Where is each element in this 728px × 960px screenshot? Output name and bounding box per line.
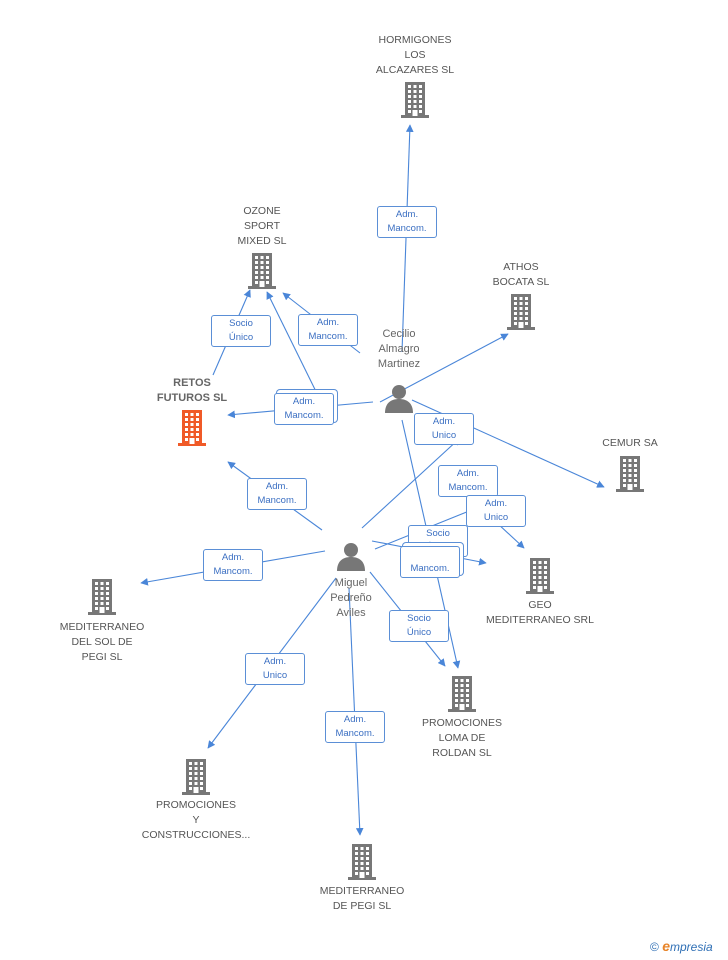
building-icon[interactable] bbox=[399, 82, 431, 123]
relationship-badge[interactable]: Adm. Mancom. bbox=[298, 314, 358, 346]
company-label-medsol[interactable]: MEDITERRANEO DEL SOL DE PEGI SL bbox=[59, 621, 145, 663]
building-icon[interactable] bbox=[446, 676, 478, 717]
relationship-badge[interactable]: Adm. Unico bbox=[245, 653, 305, 685]
company-label-athos[interactable]: ATHOS BOCATA SL bbox=[492, 261, 550, 288]
relationship-badge[interactable]: Adm. Mancom. bbox=[203, 549, 263, 581]
person-icon[interactable] bbox=[336, 541, 366, 576]
company-label-cemur[interactable]: CEMUR SA bbox=[602, 437, 658, 449]
company-label-geo[interactable]: GEO MEDITERRANEO SRL bbox=[486, 599, 594, 626]
building-icon[interactable] bbox=[524, 558, 556, 599]
copyright-symbol: © bbox=[650, 940, 659, 954]
building-icon[interactable] bbox=[505, 294, 537, 335]
relationship-badge[interactable]: Socio Único bbox=[211, 315, 271, 347]
person-label-cecilio[interactable]: Cecilio Almagro Martinez bbox=[377, 328, 421, 370]
brand-initial: e bbox=[662, 938, 670, 954]
relationship-badge[interactable]: Adm. Mancom. bbox=[438, 465, 498, 497]
relationship-badge[interactable]: Adm. Unico bbox=[466, 495, 526, 527]
company-label-promoy[interactable]: PROMOCIONES Y CONSTRUCCIONES... bbox=[141, 799, 251, 841]
relationship-badge[interactable]: Socio Único bbox=[389, 610, 449, 642]
edge-line bbox=[401, 124, 414, 353]
brand-name: mpresia bbox=[669, 940, 713, 954]
main-company-building-icon[interactable] bbox=[176, 410, 208, 451]
building-icon[interactable] bbox=[614, 456, 646, 497]
building-icon[interactable] bbox=[246, 253, 278, 294]
person-label-miguel[interactable]: Miguel Pedreño Aviles bbox=[330, 577, 372, 619]
brand-logo: © empresia bbox=[650, 938, 713, 954]
company-label-medpegi[interactable]: MEDITERRANEO DE PEGI SL bbox=[319, 885, 405, 912]
relationship-badge[interactable]: Mancom. bbox=[400, 546, 460, 578]
company-label-ozone[interactable]: OZONE SPORT MIXED SL bbox=[237, 205, 287, 247]
relationship-badge[interactable]: Adm. Mancom. bbox=[325, 711, 385, 743]
building-icon[interactable] bbox=[86, 579, 118, 620]
building-icon[interactable] bbox=[346, 844, 378, 885]
relationship-badge[interactable]: Adm. Mancom. bbox=[247, 478, 307, 510]
person-icon[interactable] bbox=[384, 383, 414, 418]
building-icon[interactable] bbox=[180, 759, 212, 800]
edge-line bbox=[361, 437, 461, 529]
relationship-badge[interactable]: Adm. Unico bbox=[414, 413, 474, 445]
company-label-hormigones[interactable]: HORMIGONES LOS ALCAZARES SL bbox=[375, 34, 455, 76]
relationship-badge[interactable]: Adm. Mancom. bbox=[377, 206, 437, 238]
company-label-retos[interactable]: RETOS FUTUROS SL bbox=[156, 377, 228, 404]
relationship-badge[interactable]: Adm. Mancom. bbox=[274, 393, 334, 425]
company-label-loma[interactable]: PROMOCIONES LOMA DE ROLDAN SL bbox=[422, 717, 502, 759]
